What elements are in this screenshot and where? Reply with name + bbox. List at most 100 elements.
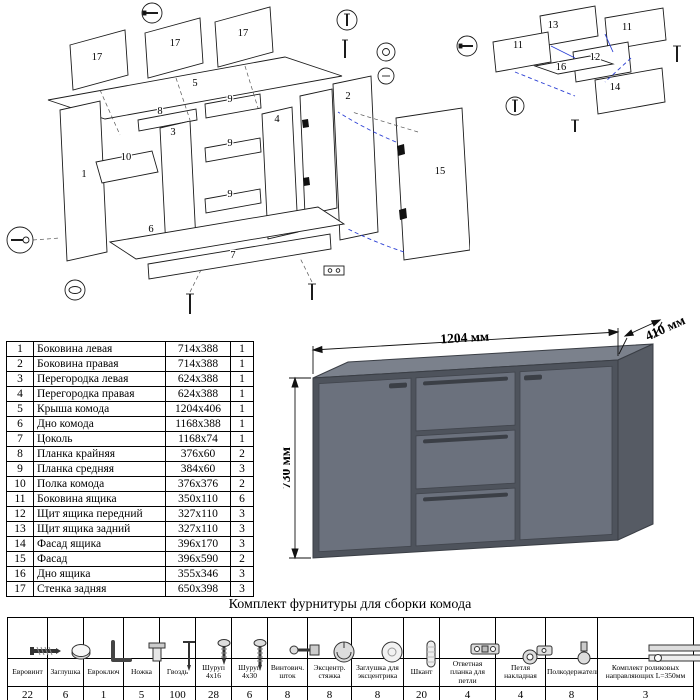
eccentric-callout-icon (376, 42, 396, 85)
dresser-render: 1204 мм 730 мм 410 мм (283, 312, 687, 560)
part-num: 1 (6, 341, 34, 357)
part-callout: 17 (170, 38, 181, 49)
screw-4x30-icon (231, 617, 268, 671)
hardware-qty: 8 (351, 685, 404, 700)
width-dimension-label: 1204 мм (440, 329, 490, 347)
part-qty: 2 (230, 446, 254, 462)
part-qty: 3 (230, 461, 254, 477)
part-name: Дно ящика (33, 566, 166, 582)
part-callout: 13 (548, 20, 559, 31)
part-callout: 7 (230, 250, 235, 261)
hardware-row (7, 617, 700, 671)
hardware-label: Эксцентр. стяжка (307, 658, 352, 687)
part-qty: 3 (230, 581, 254, 597)
part-qty: 1 (230, 416, 254, 432)
part-qty: 3 (230, 506, 254, 522)
part-size: 1168x74 (165, 431, 231, 447)
part-callout: 2 (345, 91, 350, 102)
cam-bolt-icon (267, 617, 319, 659)
drawer-guide-lines (514, 33, 632, 97)
part-qty: 3 (230, 536, 254, 552)
part-size: 376x376 (165, 476, 231, 492)
dresser-left-door (318, 377, 412, 553)
dresser-drawer-3 (415, 487, 516, 547)
part-callout: 11 (513, 40, 523, 51)
part-size: 714x388 (165, 341, 231, 357)
part-qty: 3 (230, 566, 254, 582)
part-size: 350x110 (165, 491, 231, 507)
overlay-hinge-icon (495, 617, 552, 665)
part-name: Перегородка правая (33, 386, 166, 402)
part-num: 5 (6, 401, 34, 417)
part-num: 6 (6, 416, 34, 432)
hardware-qty: 8 (307, 685, 352, 700)
part-size: 396x170 (165, 536, 231, 552)
roller-guides-icon (597, 617, 700, 662)
part-callout: 4 (274, 114, 280, 125)
part-name: Фасад ящика (33, 536, 166, 552)
part-callout: 6 (148, 224, 153, 235)
hardware-label: Заглушка для эксцентрика (351, 658, 404, 687)
part-callout: 5 (192, 78, 197, 89)
part-size: 327x110 (165, 506, 231, 522)
screw-callout-icon (336, 9, 358, 58)
part-callout: 17 (92, 52, 103, 63)
part-num: 7 (6, 431, 34, 447)
part-callout: 16 (556, 62, 567, 73)
part-qty: 2 (230, 476, 254, 492)
part-size: 327x110 (165, 521, 231, 537)
hardware-label: Ответная планка для петли (439, 658, 496, 687)
part-num: 17 (6, 581, 34, 597)
part-num: 16 (6, 566, 34, 582)
part-qty: 1 (230, 371, 254, 387)
part-num: 15 (6, 551, 34, 567)
part-qty: 3 (230, 521, 254, 537)
screw-icon (186, 283, 316, 314)
part-size: 624x388 (165, 386, 231, 402)
hinge-icon (302, 119, 407, 220)
part-callout: 9 (227, 189, 232, 200)
part-name: Планка крайняя (33, 446, 166, 462)
part-name: Планка средняя (33, 461, 166, 477)
part-name: Боковина ящика (33, 491, 166, 507)
part-name: Крыша комода (33, 401, 166, 417)
depth-dimension-label: 410 мм (643, 312, 687, 343)
screw-callout-icon (456, 35, 525, 116)
hardware-label: Гвоздь (159, 658, 196, 687)
part-callout: 8 (157, 106, 162, 117)
hardware-qty: 100 (159, 685, 196, 700)
part-qty: 1 (230, 356, 254, 372)
hardware-qty: 6 (47, 685, 84, 700)
part-name: Щит ящика передний (33, 506, 166, 522)
screw-icon (571, 45, 681, 132)
part-size: 396x590 (165, 551, 231, 567)
part-name: Фасад (33, 551, 166, 567)
part-num: 3 (6, 371, 34, 387)
part-num: 11 (6, 491, 34, 507)
hardware-qty: 3 (597, 685, 694, 700)
confirmat-callout-icon (141, 2, 163, 24)
part-num: 8 (6, 446, 34, 462)
hardware-section-title: Комплект фурнитуры для сборки комода (228, 597, 472, 612)
part-qty: 6 (230, 491, 254, 507)
part-name: Боковина левая (33, 341, 166, 357)
cam-cover-icon (351, 617, 404, 663)
hardware-qty: 5 (123, 685, 160, 700)
hardware-qty: 8 (545, 685, 598, 700)
dowel-icon (403, 617, 440, 668)
part-callout: 11 (622, 22, 632, 33)
